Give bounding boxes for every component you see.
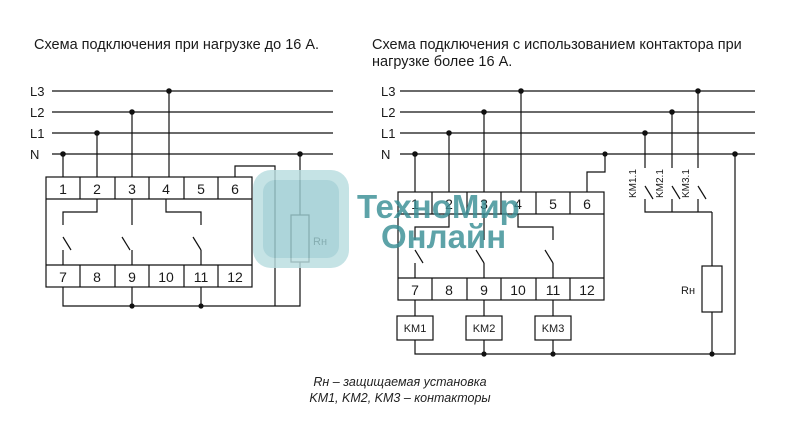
right-diagram: L3 L2 L1 N 1 2 3 4 5 6 7 8 9 10 (381, 84, 755, 357)
left-terminal-1: 1 (59, 181, 67, 197)
left-terminal-10: 10 (158, 269, 174, 285)
right-terminal-12: 12 (579, 282, 595, 298)
right-junction-N (412, 151, 418, 157)
contactor-km1-coil (396, 315, 434, 341)
left-junction-L1 (94, 130, 100, 136)
right-terminal-4: 4 (514, 196, 522, 212)
left-junction-out-9 (129, 303, 135, 309)
left-terminal-5: 5 (197, 181, 205, 197)
contactor-km2-label: KM2 (473, 323, 496, 335)
right-terminal-11: 11 (546, 282, 561, 298)
legend-line1: Rн – защищаемая установка (313, 375, 487, 389)
right-bus-label-L3: L3 (381, 84, 395, 99)
left-bus-label-N: N (30, 147, 39, 162)
left-diagram: L3 L2 L1 N 1 2 3 4 5 6 7 8 9 (30, 84, 333, 309)
left-terminal-4: 4 (162, 181, 170, 197)
right-junction-km1-L1 (642, 130, 648, 136)
watermark-text-line2: Онлайн (381, 218, 506, 255)
right-load-label: Rн (681, 285, 695, 297)
right-coil-return-bus (414, 154, 736, 355)
left-junction-L3 (166, 88, 172, 94)
left-bus-label-L2: L2 (30, 105, 44, 120)
right-terminal-dividers (431, 192, 571, 300)
left-junction-L2 (129, 109, 135, 115)
contactor-km1-label: KM1 (404, 323, 427, 335)
right-bus-label-L2: L2 (381, 105, 395, 120)
left-load-bottom-wire (275, 262, 301, 307)
right-junction-6-N (602, 151, 608, 157)
right-internal-contacts (414, 214, 554, 278)
legend-line2: KM1, KM2, KM3 – контакторы (309, 391, 491, 405)
left-terminal-3: 3 (128, 181, 136, 197)
left-junction-N (60, 151, 66, 157)
right-terminal-3: 3 (480, 196, 488, 212)
left-junction-out-11 (198, 303, 204, 309)
left-terminal-8: 8 (93, 269, 101, 285)
left-output-bus (62, 287, 275, 307)
right-bus-label-N: N (381, 147, 390, 162)
right-diagram-title-line2: нагрузке более 16 А. (372, 54, 513, 70)
right-terminal-2: 2 (445, 196, 453, 212)
left-terminal-6: 6 (231, 181, 239, 197)
right-junction-L1 (446, 130, 452, 136)
right-terminal-7: 7 (411, 282, 419, 298)
right-terminal-6-feed (586, 154, 606, 192)
left-bus-label-L3: L3 (30, 84, 44, 99)
right-terminal-9: 9 (480, 282, 488, 298)
right-terminal-1: 1 (411, 196, 419, 212)
contact-km1-1-label: KM1.1 (628, 169, 639, 198)
contactor-km3-label: KM3 (542, 323, 565, 335)
right-load-resistor (701, 265, 723, 313)
right-terminal-5: 5 (549, 196, 557, 212)
left-terminal-11: 11 (194, 269, 209, 285)
contact-km2-1-label: KM2.1 (655, 169, 666, 198)
right-junction-L3 (518, 88, 524, 94)
right-junction-ret-km2 (481, 351, 487, 357)
right-junction-ret-km3 (550, 351, 556, 357)
left-bus-label-L1: L1 (30, 126, 44, 141)
contact-km3-1-label: KM3.1 (681, 169, 692, 198)
right-junction-L2 (481, 109, 487, 115)
left-diagram-title: Схема подключения при нагрузке до 16 А. (34, 37, 320, 53)
watermark-logo-inner (263, 180, 339, 258)
contactor-km2-coil (465, 315, 503, 341)
left-terminal-dividers (79, 177, 219, 287)
contactor-power-contacts (644, 91, 713, 266)
right-terminal-6: 6 (583, 196, 591, 212)
right-junction-N-return (732, 151, 738, 157)
right-junction-km2-L2 (669, 109, 675, 115)
left-terminal-9: 9 (128, 269, 136, 285)
watermark: ТехноМир Онлайн (253, 170, 520, 268)
left-terminal-2: 2 (93, 181, 101, 197)
right-diagram-title-line1: Схема подключения с использованием конта… (372, 37, 742, 53)
left-terminal-12: 12 (227, 269, 243, 285)
watermark-text-line1: ТехноМир (357, 188, 520, 225)
right-junction-km3-L3 (695, 88, 701, 94)
left-terminal-7: 7 (59, 269, 67, 285)
right-terminal-8: 8 (445, 282, 453, 298)
right-terminal-10: 10 (510, 282, 526, 298)
left-internal-contacts (62, 199, 202, 265)
right-bus-label-L1: L1 (381, 126, 395, 141)
